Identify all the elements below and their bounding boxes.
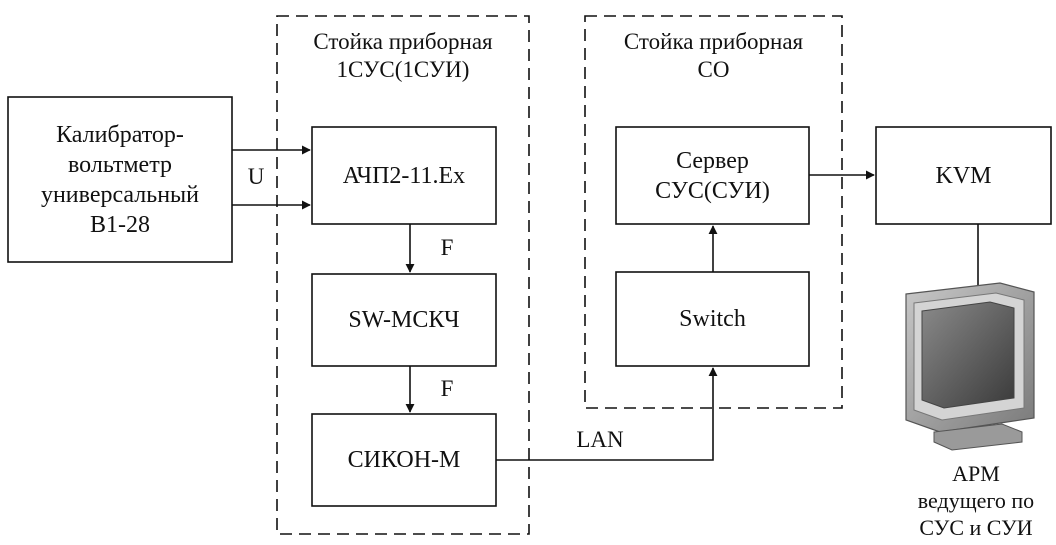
rack1-frame bbox=[276, 15, 530, 535]
workstation-line3: СУС и СУИ bbox=[919, 515, 1033, 540]
switch-box bbox=[615, 271, 810, 367]
signal-u-label: U bbox=[247, 164, 265, 189]
switch-label: Switch bbox=[679, 306, 746, 332]
rack2-title: Стойка приборная СО bbox=[585, 28, 842, 84]
calibrator-line1: Калибратор- bbox=[56, 121, 184, 148]
kvm-box bbox=[875, 126, 1052, 225]
workstation-caption: АРМ ведущего по СУС и СУИ bbox=[900, 460, 1052, 541]
rack1-title: Стойка приборная 1СУС(1СУИ) bbox=[277, 28, 529, 84]
calibrator-line3: универсальный bbox=[40, 181, 200, 208]
signal-lan-label: LAN bbox=[576, 427, 624, 452]
workstation-line2: ведущего по bbox=[917, 488, 1035, 513]
workstation-line1: АРМ bbox=[952, 461, 1000, 486]
server-box bbox=[615, 126, 810, 225]
calibrator-line2: вольтметр bbox=[68, 151, 172, 178]
sikon-box bbox=[311, 413, 497, 507]
server-line1: Сервер bbox=[676, 147, 749, 174]
signal-f2-label: F bbox=[440, 376, 454, 401]
achp-box bbox=[311, 126, 497, 225]
calibrator-box bbox=[7, 96, 233, 263]
rack2-frame bbox=[584, 15, 843, 409]
calibrator-label: Калибратор- вольтметр универсальный В1-2… bbox=[8, 97, 232, 262]
monitor-icon bbox=[905, 282, 1035, 451]
achp-label: АЧП2-11.Ex bbox=[342, 162, 466, 189]
sw-label: SW-МСКЧ bbox=[348, 307, 460, 333]
sikon-label: СИКОН-М bbox=[347, 447, 461, 473]
rack1-title-line1: Стойка приборная bbox=[313, 29, 493, 54]
sw-box bbox=[311, 273, 497, 367]
rack2-title-line2: СО bbox=[697, 57, 730, 82]
calibrator-line4: В1-28 bbox=[90, 211, 150, 238]
server-label: Сервер СУС(СУИ) bbox=[616, 127, 809, 224]
arrow-lan bbox=[496, 367, 718, 461]
signal-f1-label: F bbox=[440, 235, 454, 260]
rack1-title-line2: 1СУС(1СУИ) bbox=[336, 57, 470, 82]
kvm-label: KVM bbox=[935, 162, 992, 189]
server-line2: СУС(СУИ) bbox=[655, 177, 770, 204]
rack2-title-line1: Стойка приборная bbox=[623, 29, 804, 54]
